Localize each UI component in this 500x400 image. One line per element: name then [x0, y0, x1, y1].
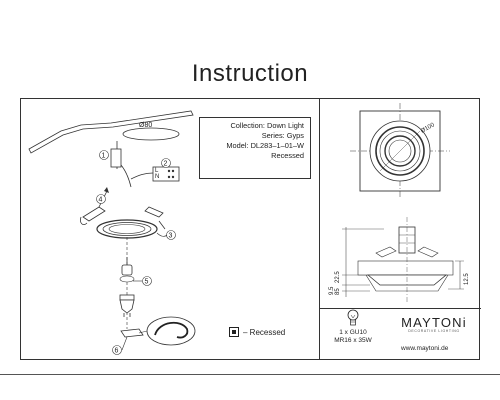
model-text: Model: DL283–1–01–W	[226, 141, 304, 150]
bulb-icon	[347, 309, 359, 326]
brand: MAYTONi DECORATIVE LIGHTING	[394, 315, 474, 333]
vertical-divider	[319, 99, 320, 359]
ceiling-panel	[28, 110, 194, 154]
driver-box	[110, 148, 122, 168]
page-title: Instruction	[191, 60, 309, 87]
instruction-sheet: Ø80 1 L N 2 4 3	[20, 98, 481, 360]
collection-text: Collection: Down Light	[230, 121, 304, 130]
bottom-rule	[0, 374, 500, 375]
legend: – Recessed	[229, 327, 285, 337]
brand-tagline: DECORATIVE LIGHTING	[408, 329, 460, 333]
step-3-label: 3	[169, 233, 173, 240]
svg-text:N: N	[155, 174, 159, 180]
step-2-label: 2	[164, 161, 168, 168]
legend-label: – Recessed	[243, 327, 286, 337]
website-link[interactable]: www.maytoni.de	[401, 345, 449, 352]
top-view-drawing: Ø100	[350, 103, 450, 199]
svg-text:L: L	[155, 168, 159, 174]
side-view-drawing: 85 22.5 9.5 12.5	[329, 217, 470, 303]
bulb-count: 1 x GU10	[339, 329, 367, 336]
installation-diagram: Ø80 1 L N 2 4 3	[28, 110, 196, 355]
lamp-socket	[121, 264, 133, 276]
dim-9-5: 9.5	[329, 286, 335, 295]
step-4-label: 4	[99, 197, 103, 204]
series-text: Series: Gyps	[261, 131, 304, 140]
step-1-label: 1	[102, 153, 106, 160]
diameter-label: Ø80	[139, 122, 152, 129]
dim-22-5: 22.5	[335, 271, 341, 283]
dim-85: 85	[335, 288, 341, 295]
step-5-label: 5	[145, 279, 149, 286]
dim-12-5: 12.5	[464, 273, 470, 285]
gu10-lamp	[119, 299, 135, 314]
type-text: Recessed	[271, 151, 304, 160]
product-info-box: Collection: Down Light Series: Gyps Mode…	[199, 117, 311, 179]
recessed-legend-icon	[229, 327, 239, 337]
bulb-power: MR16 x 35W	[334, 337, 372, 344]
retaining-clip	[120, 328, 144, 338]
ceiling-hole	[122, 127, 180, 141]
brand-logo: MAYTONi	[401, 315, 467, 330]
step-6-label: 6	[115, 348, 119, 355]
bulb-spec: 1 x GU10 MR16 x 35W	[333, 309, 373, 345]
horizontal-divider	[319, 308, 481, 309]
